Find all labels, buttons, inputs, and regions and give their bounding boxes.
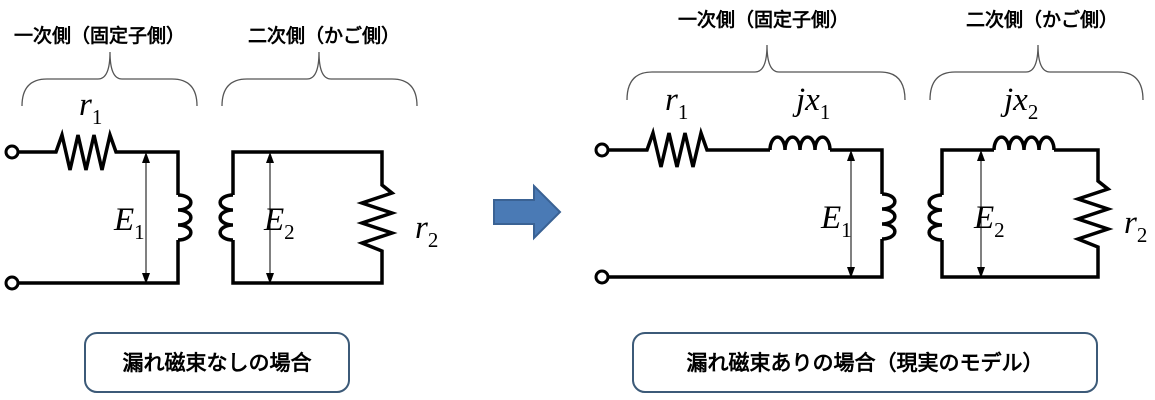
right-jx1-label: jx1 — [792, 82, 830, 124]
left-circuit: 一次側（固定子側） 二次側（かご側） r1 — [4, 24, 438, 393]
left-primary-top-wire — [18, 128, 180, 188]
left-secondary-wire — [231, 150, 398, 285]
left-primary-brace — [21, 51, 198, 107]
right-jx2-coil — [992, 135, 1056, 151]
right-primary-heading: 一次側（固定子側） — [678, 8, 849, 31]
right-e1-voltage-arrow — [847, 150, 855, 278]
right-r2-label: r2 — [1124, 205, 1147, 247]
left-caption: 漏れ磁束なしの場合 — [123, 351, 313, 375]
left-r1-label: r1 — [79, 87, 102, 129]
right-secondary-coil — [927, 188, 944, 242]
right-e1-label: E1 — [820, 200, 852, 242]
right-r1-label: r1 — [665, 82, 688, 124]
right-primary-wire-to-coil — [830, 148, 884, 192]
right-secondary-heading: 二次側（かご側） — [966, 8, 1118, 31]
left-primary-bottom-wire — [18, 188, 180, 285]
right-primary-top-wire — [608, 126, 770, 168]
right-secondary-brace — [929, 44, 1144, 101]
left-e1-label: E1 — [113, 202, 145, 244]
right-jx2-label: jx2 — [1000, 82, 1038, 124]
right-primary-brace — [626, 44, 906, 101]
left-input-terminal-top — [4, 144, 20, 160]
right-caption-box: 漏れ磁束ありの場合（現実のモデル） — [632, 332, 1098, 393]
left-e2-voltage-arrow — [266, 152, 274, 284]
right-secondary-wire — [940, 148, 994, 188]
right-secondary-right-wire — [940, 148, 1114, 279]
right-e2-voltage-arrow — [977, 150, 985, 278]
right-circuit: 一次側（固定子側） 二次側（かご側） — [594, 8, 1147, 393]
left-e2-label: E2 — [263, 202, 295, 244]
left-input-terminal-bottom — [4, 275, 20, 291]
right-caption: 漏れ磁束ありの場合（現実のモデル） — [687, 351, 1044, 375]
right-primary-coil — [880, 192, 897, 241]
right-input-terminal-top — [594, 142, 610, 158]
left-caption-box: 漏れ磁束なしの場合 — [84, 332, 350, 393]
left-secondary-heading: 二次側（かご側） — [248, 24, 400, 47]
right-arrow-icon — [493, 183, 562, 241]
left-secondary-brace — [221, 51, 418, 107]
right-e2-label: E2 — [973, 200, 1005, 242]
left-r2-label: r2 — [415, 210, 438, 252]
left-primary-coil — [176, 193, 193, 242]
left-primary-heading: 一次側（固定子側） — [14, 24, 185, 47]
right-jx1-coil — [768, 135, 832, 151]
right-primary-bottom-wire — [608, 192, 884, 279]
right-input-terminal-bottom — [594, 269, 610, 285]
left-secondary-coil — [218, 188, 235, 242]
left-e1-voltage-arrow — [142, 152, 150, 284]
